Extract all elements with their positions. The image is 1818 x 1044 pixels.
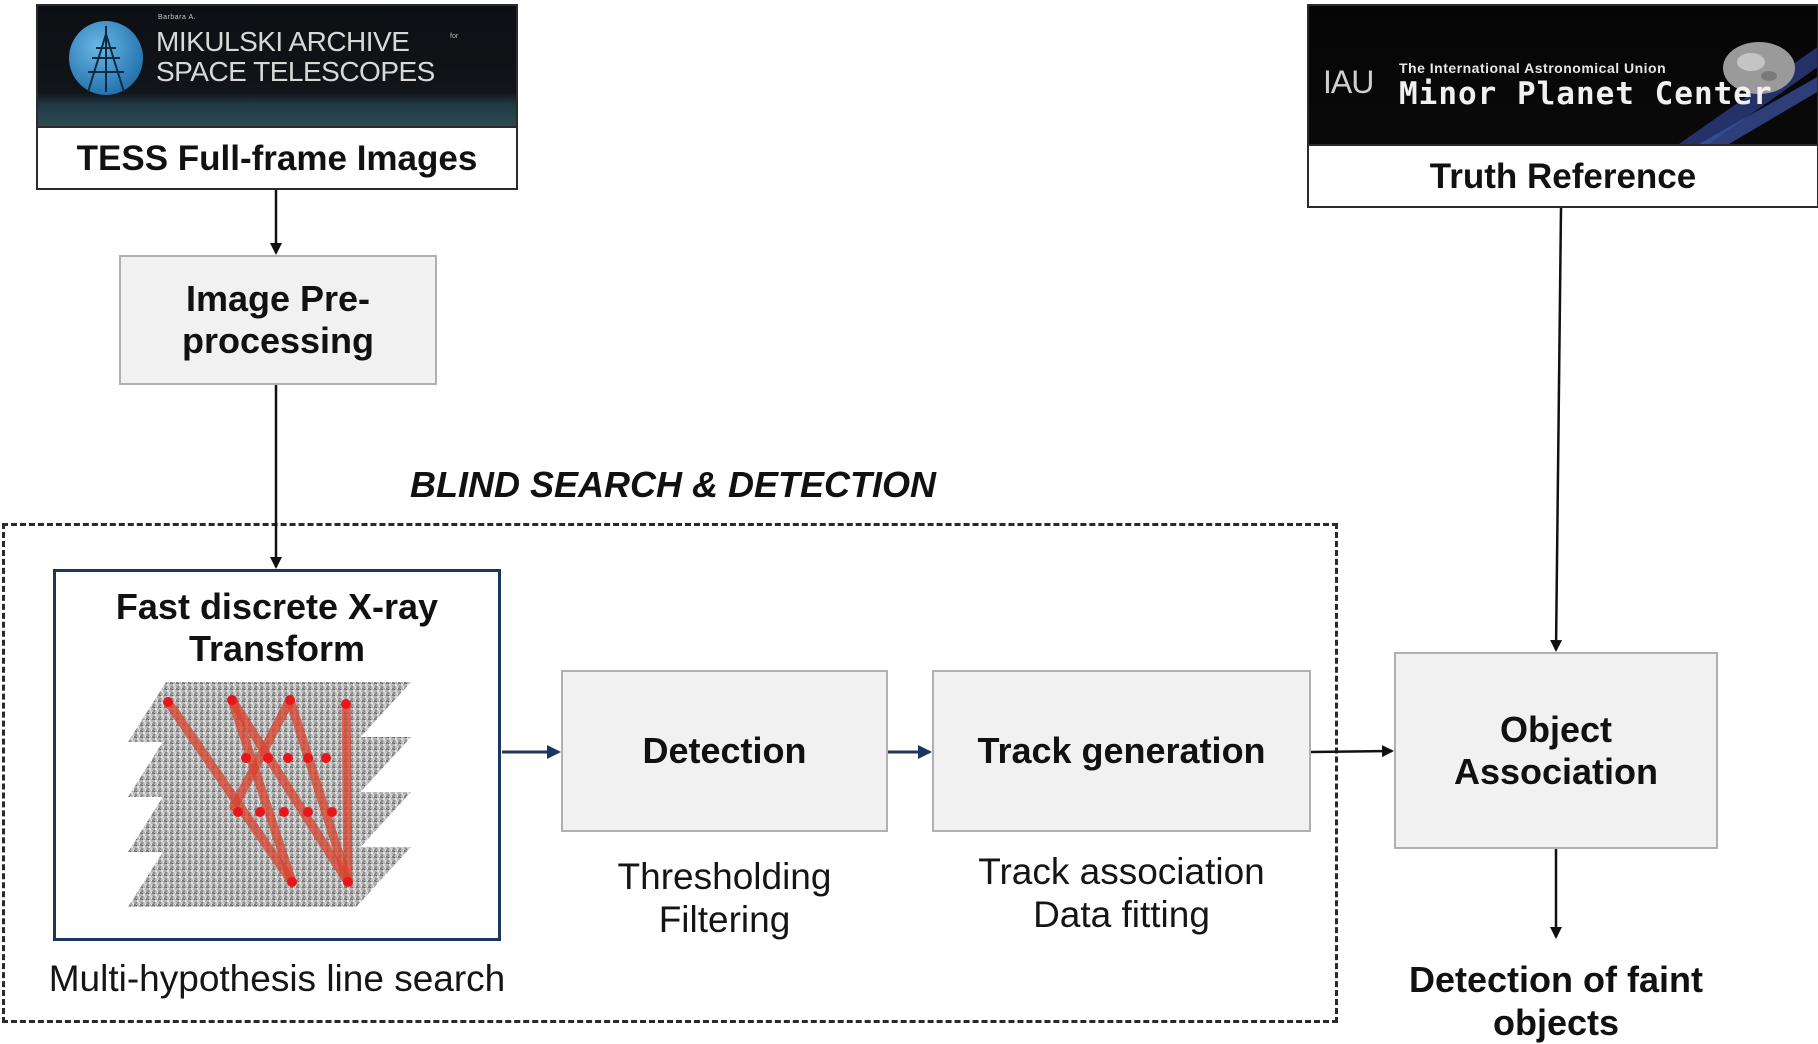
track-generation-label: Track generation — [977, 730, 1266, 771]
track-note-fitting: Data fitting — [1033, 894, 1210, 935]
track-point — [341, 699, 351, 709]
mast-antenna-icon — [69, 21, 143, 95]
mast-for-text: for — [450, 33, 459, 40]
track-point — [287, 877, 297, 887]
blind-search-boundary — [2, 523, 1338, 1023]
final-output-line2: objects — [1492, 1002, 1620, 1043]
track-point — [263, 753, 273, 763]
track-line — [163, 697, 297, 887]
mast-logo-banner: Barbara A. MIKULSKI ARCHIVE SPACE TELESC… — [38, 6, 516, 126]
preprocessing-node: Image Pre-processing — [119, 255, 437, 385]
object-association-label: Object Association — [1453, 708, 1659, 792]
track-line — [227, 695, 353, 887]
track-point — [163, 697, 173, 707]
track-point — [233, 807, 243, 817]
detection-note-filtering: Filtering — [658, 899, 791, 940]
mast-small-text: Barbara A. — [158, 14, 197, 21]
image-stack-illustration — [128, 682, 411, 907]
final-output: Detection of faint objects — [1374, 958, 1738, 1044]
track-notes: Track association Data fitting — [932, 850, 1311, 936]
track-note-association: Track association — [978, 851, 1265, 892]
image-layer-1 — [128, 682, 411, 742]
track-point — [241, 753, 251, 763]
track-generation-node: Track generation — [932, 670, 1311, 832]
track-line — [285, 695, 353, 887]
mpc-caption: Truth Reference — [1309, 144, 1817, 208]
asteroid-icon — [1679, 42, 1817, 144]
track-line — [341, 699, 353, 887]
track-point — [327, 807, 337, 817]
detection-note-thresholding: Thresholding — [617, 856, 832, 897]
truth-mpc-box: IAU The International Astronomical Union… — [1307, 4, 1818, 208]
mast-caption: TESS Full-frame Images — [38, 126, 516, 190]
section-title: BLIND SEARCH & DETECTION — [410, 464, 937, 505]
mpc-title: Minor Planet Center — [1399, 76, 1773, 112]
fast-transform-node: Fast discrete X-ray Transform — [53, 569, 501, 941]
final-output-line1: Detection of faint — [1409, 959, 1703, 1000]
mast-line2: SPACE TELESCOPES — [156, 56, 435, 87]
mpc-iau-text: IAU — [1323, 64, 1374, 100]
track-point — [303, 807, 313, 817]
mpc-logo-banner: IAU The International Astronomical Union… — [1309, 6, 1817, 144]
detection-label: Detection — [642, 730, 807, 771]
track-point — [343, 877, 353, 887]
mpc-subtitle: The International Astronomical Union — [1399, 60, 1667, 76]
line-search-caption: Multi-hypothesis line search — [48, 958, 506, 999]
detection-notes: Thresholding Filtering — [561, 855, 888, 941]
track-point — [283, 753, 293, 763]
track-line — [229, 695, 295, 812]
mast-line1: MIKULSKI ARCHIVE — [156, 26, 410, 57]
track-point — [321, 753, 331, 763]
track-point — [227, 695, 237, 705]
track-point — [255, 807, 265, 817]
track-point — [303, 753, 313, 763]
detection-node: Detection — [561, 670, 888, 832]
fast-transform-label: Fast discrete X-ray Transform — [115, 586, 439, 669]
arrow-truth-to-association — [1550, 207, 1563, 652]
track-point — [279, 807, 289, 817]
object-association-node: Object Association — [1394, 652, 1718, 849]
preprocessing-label: Image Pre-processing — [181, 278, 375, 361]
track-line — [227, 695, 297, 887]
track-point — [285, 695, 295, 705]
source-mast-box: Barbara A. MIKULSKI ARCHIVE SPACE TELESC… — [36, 4, 518, 190]
